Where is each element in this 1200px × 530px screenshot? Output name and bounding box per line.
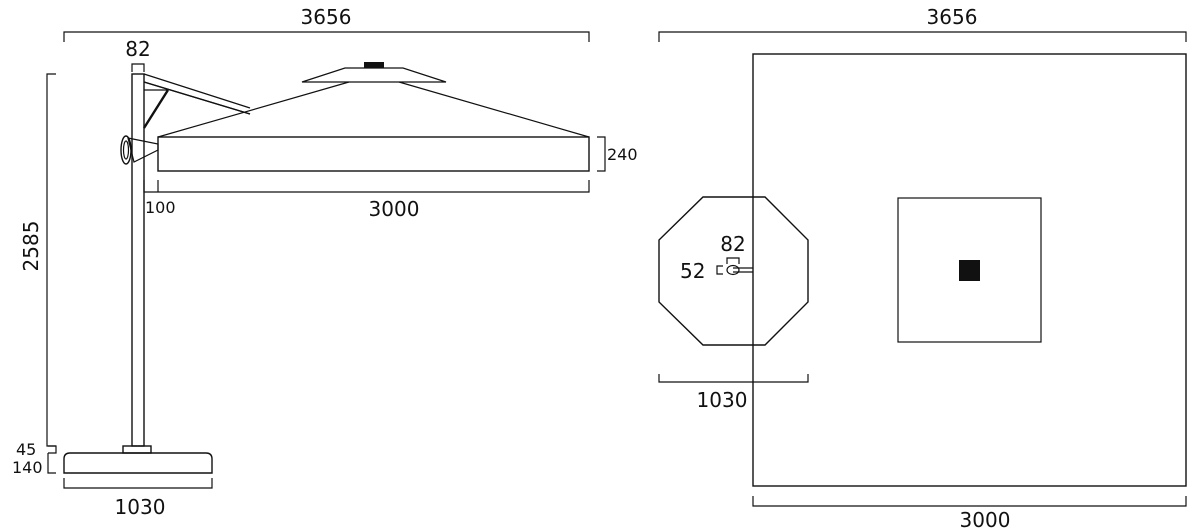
canopy-width-label: 3000 bbox=[369, 197, 420, 221]
vent-center-icon bbox=[959, 260, 980, 281]
side-height-label: 2585 bbox=[19, 221, 43, 272]
side-view: 3656 82 2585 bbox=[12, 5, 638, 519]
base-octagon bbox=[658, 196, 809, 346]
top-pole-width-label: 82 bbox=[720, 232, 745, 256]
base-height-label: 140 bbox=[12, 458, 43, 477]
top-pole-depth-label: 52 bbox=[680, 259, 705, 283]
top-base-width-dimension: 1030 bbox=[658, 374, 809, 412]
canopy-outline bbox=[752, 53, 1187, 487]
top-base-width-label: 1030 bbox=[697, 388, 748, 412]
top-canopy-width-label: 3000 bbox=[960, 508, 1011, 530]
canopy-thickness-dimension: 240 bbox=[597, 136, 638, 172]
vent-cap-icon bbox=[364, 62, 384, 68]
base bbox=[63, 445, 213, 474]
base-height-dimension: 45 140 bbox=[12, 440, 57, 477]
side-overall-width-dimension: 3656 bbox=[63, 5, 590, 42]
pole bbox=[131, 73, 145, 447]
side-overall-width-label: 3656 bbox=[301, 5, 352, 29]
top-overall-width-label: 3656 bbox=[927, 5, 978, 29]
side-base-width-label: 1030 bbox=[115, 495, 166, 519]
top-pole-width-dimension: 82 bbox=[720, 232, 746, 264]
top-canopy-width-dimension: 3000 bbox=[752, 496, 1187, 530]
top-overall-width-dimension: 3656 bbox=[658, 5, 1187, 42]
crank-housing bbox=[120, 135, 159, 165]
canopy-thickness-label: 240 bbox=[607, 145, 638, 164]
side-base-width-dimension: 1030 bbox=[63, 478, 213, 519]
support-arms bbox=[142, 73, 251, 129]
side-pole-width-dimension: 82 bbox=[125, 37, 151, 72]
top-pole-depth-dimension: 52 bbox=[680, 259, 723, 283]
offset-label: 100 bbox=[145, 198, 176, 217]
base-plate-label: 45 bbox=[16, 440, 36, 459]
pole-top bbox=[726, 264, 753, 276]
top-view: 3656 82 52 bbox=[658, 5, 1187, 530]
canopy-roof bbox=[157, 62, 590, 138]
side-pole-width-label: 82 bbox=[125, 37, 150, 61]
side-height-dimension: 2585 bbox=[19, 73, 56, 447]
canopy-body bbox=[157, 136, 590, 172]
canopy-width-dimension: 100 3000 bbox=[143, 180, 590, 221]
vent-outline bbox=[897, 197, 1042, 343]
